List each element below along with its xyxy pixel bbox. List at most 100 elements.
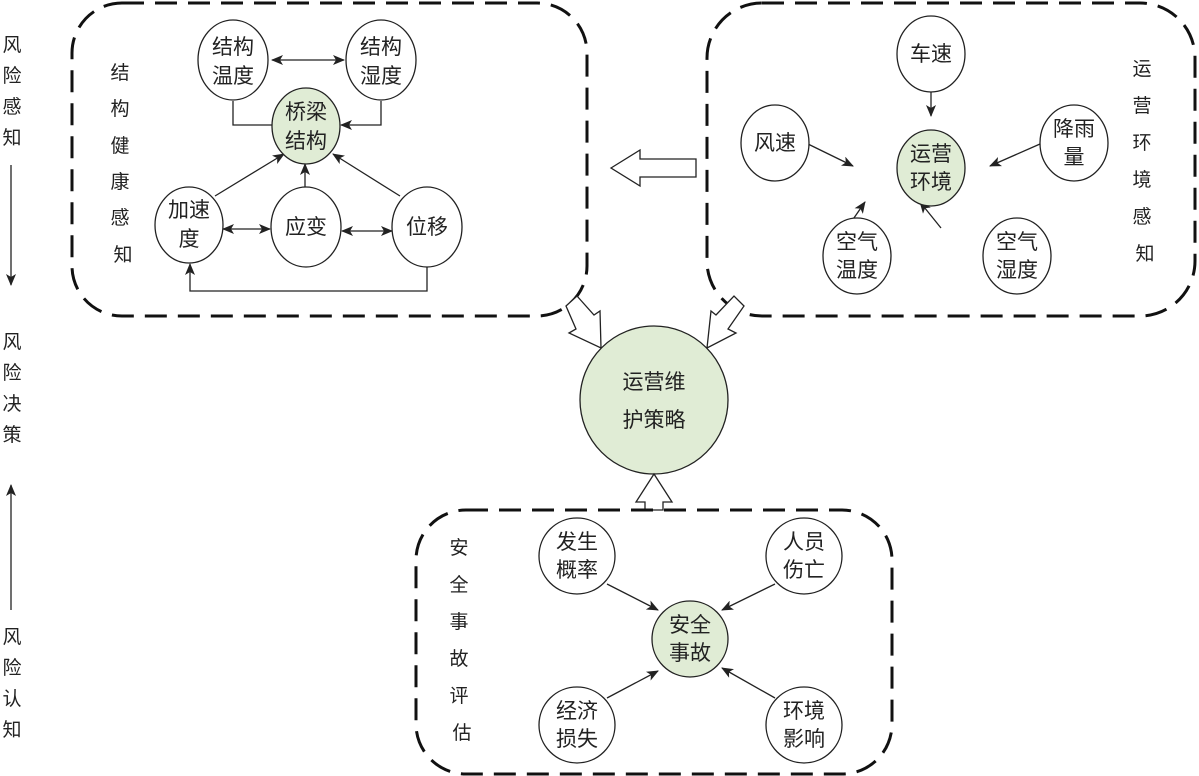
node-line: 空气 xyxy=(996,230,1038,254)
left-axis: 风险感知 风险决策 风险认知 xyxy=(2,34,21,741)
node-maintenance-strategy: 运营维护策略 xyxy=(579,325,729,475)
node-line: 结构 xyxy=(285,129,327,153)
edge-displacement-accel xyxy=(185,263,428,292)
title-char: 环 xyxy=(1132,132,1151,154)
node-circle xyxy=(822,217,892,295)
node-line: 损失 xyxy=(556,727,598,751)
node-circle xyxy=(538,686,616,764)
node-wind-speed: 风速 xyxy=(740,104,810,182)
axis-middle-label: 风险决策 xyxy=(2,331,21,446)
node-circle xyxy=(740,104,810,182)
node-casualties: 人员伤亡 xyxy=(765,517,843,595)
node-line: 影响 xyxy=(783,727,825,751)
node-air-temperature: 空气温度 xyxy=(822,217,892,295)
hub-label: 安全事故 xyxy=(669,613,711,665)
structure-health-box xyxy=(70,1,589,318)
node-vehicle-speed: 车速 xyxy=(896,15,966,93)
node-line: 运营维 xyxy=(623,370,686,394)
node-displacement: 位移 xyxy=(391,186,463,268)
title-char: 评 xyxy=(449,685,468,707)
axis-top-label: 风险感知 xyxy=(2,34,21,149)
node-line: 降雨 xyxy=(1053,117,1095,141)
axis-char: 策 xyxy=(2,424,21,446)
node-line: 安全 xyxy=(669,613,711,637)
node-line: 运营 xyxy=(910,142,952,166)
axis-char: 风 xyxy=(2,626,21,648)
node-environmental-impact: 环境影响 xyxy=(765,686,843,764)
edge-displacement-hub xyxy=(332,153,401,197)
axis-char: 知 xyxy=(2,719,21,741)
node-line: 环境 xyxy=(910,170,952,194)
node-line: 湿度 xyxy=(360,64,402,88)
hollow-arrow-left xyxy=(609,148,697,188)
node-label: 应变 xyxy=(285,215,327,239)
node-line: 概率 xyxy=(556,558,598,582)
node-safety-accident-hub: 安全事故 xyxy=(651,600,729,678)
safety-accident-title: 安 全 事 故 评 估 xyxy=(449,537,474,744)
node-circle xyxy=(197,19,269,101)
node-label: 加速度 xyxy=(168,198,210,251)
node-line: 度 xyxy=(179,227,200,251)
title-char: 结 xyxy=(110,62,129,84)
node-label: 车速 xyxy=(910,42,952,66)
node-circle xyxy=(765,686,843,764)
node-line: 人员 xyxy=(783,530,825,554)
strategy-circle xyxy=(579,325,729,475)
node-line: 发生 xyxy=(556,530,598,554)
node-circle xyxy=(982,217,1052,295)
node-line: 量 xyxy=(1064,145,1085,169)
node-line: 温度 xyxy=(212,64,254,88)
node-line: 应变 xyxy=(285,215,327,239)
safety-accident-group: 安 全 事 故 评 估 发生概率 人员伤亡 安全事故 经济损失 环 xyxy=(414,508,894,776)
node-occurrence-probability: 发生概率 xyxy=(538,517,616,595)
operating-environment-group: 运 营 环 境 感 知 车速 风速 降雨量 运营环境 空 xyxy=(705,1,1197,318)
title-char: 运 xyxy=(1132,58,1151,80)
node-bridge-structure-hub: 桥梁结构 xyxy=(271,87,341,165)
title-char: 知 xyxy=(1135,243,1154,265)
edge-probability-hub xyxy=(606,583,659,611)
axis-char: 决 xyxy=(2,393,21,415)
hub-label: 桥梁结构 xyxy=(285,100,327,153)
node-label: 位移 xyxy=(406,215,448,239)
node-line: 经济 xyxy=(556,699,598,723)
node-line: 加速 xyxy=(168,198,210,222)
edge-accel-hub xyxy=(214,153,285,197)
title-char: 估 xyxy=(452,722,471,744)
hollow-arrow-from-structure xyxy=(565,295,602,350)
safety-accident-box xyxy=(414,508,894,776)
edge-environment-hub xyxy=(721,667,776,699)
node-label: 经济损失 xyxy=(556,699,598,751)
axis-char: 知 xyxy=(2,127,21,149)
hollow-arrow-from-safety xyxy=(634,472,674,511)
node-line: 结构 xyxy=(360,35,402,59)
node-circle xyxy=(896,15,966,93)
title-char: 事 xyxy=(449,611,468,633)
strategy-label: 运营维护策略 xyxy=(623,370,686,432)
title-char: 构 xyxy=(110,98,129,120)
node-rainfall: 降雨量 xyxy=(1039,104,1109,182)
node-label: 结构温度 xyxy=(212,35,254,88)
hub-circle xyxy=(896,129,966,207)
node-label: 环境影响 xyxy=(783,699,825,751)
node-circle xyxy=(345,19,417,101)
node-circle xyxy=(538,517,616,595)
structure-health-group: 结 构 健 康 感 知 结构温度 结构湿度 桥梁结构 xyxy=(70,1,589,318)
hub-label: 运营环境 xyxy=(910,142,952,194)
node-structure-temperature: 结构温度 xyxy=(197,19,269,101)
axis-char: 感 xyxy=(2,96,21,118)
node-line: 位移 xyxy=(406,215,448,239)
structure-health-title: 结 构 健 康 感 知 xyxy=(110,62,135,266)
node-label: 空气湿度 xyxy=(996,230,1038,282)
node-operating-environment-hub: 运营环境 xyxy=(896,129,966,207)
node-circle xyxy=(270,186,342,268)
node-label: 结构湿度 xyxy=(360,35,402,88)
node-line: 结构 xyxy=(212,35,254,59)
operating-environment-title: 运 营 环 境 感 知 xyxy=(1132,58,1157,265)
node-circle xyxy=(1039,104,1109,182)
hollow-arrow-from-environment xyxy=(706,295,745,350)
node-line: 伤亡 xyxy=(783,558,825,582)
node-line: 环境 xyxy=(783,699,825,723)
axis-char: 风 xyxy=(2,34,21,56)
title-char: 康 xyxy=(110,171,129,193)
